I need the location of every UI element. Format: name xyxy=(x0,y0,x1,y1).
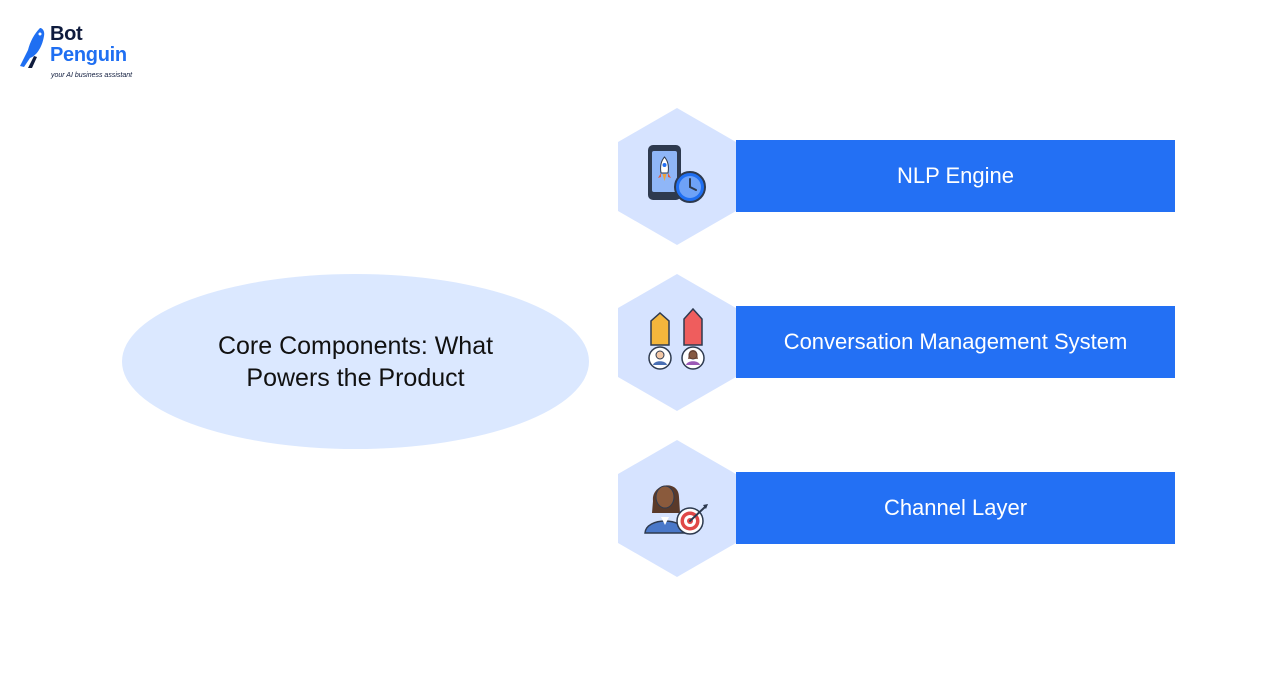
brand-name-penguin: Penguin xyxy=(50,44,127,66)
component-label: Conversation Management System xyxy=(783,329,1128,354)
penguin-logo-icon xyxy=(20,28,45,68)
component-label: Channel Layer xyxy=(883,495,1028,520)
component-item-channel-layer: Channel Layer xyxy=(617,439,1177,579)
component-label: NLP Engine xyxy=(896,163,1014,188)
brand-name-bot: Bot xyxy=(50,23,83,45)
component-hexagon xyxy=(617,273,737,412)
component-item-conversation-management: Conversation Management System xyxy=(617,273,1177,413)
center-topic: Core Components: What Powers the Product xyxy=(122,274,589,449)
component-item-nlp-engine: NLP Engine xyxy=(617,107,1177,247)
center-title: Core Components: What Powers the Product xyxy=(217,331,494,392)
people-rising-arrows-icon xyxy=(648,307,705,370)
component-bar: Channel Layer xyxy=(736,472,1175,544)
phone-rocket-clock-icon xyxy=(648,145,706,203)
component-bar: Conversation Management System xyxy=(736,306,1175,378)
component-hexagon xyxy=(617,439,737,578)
component-hexagon xyxy=(617,107,737,246)
brand-logo: Bot Penguin your AI business assistant xyxy=(18,24,148,84)
component-bar: NLP Engine xyxy=(736,140,1175,212)
person-target-icon xyxy=(644,485,708,535)
brand-tagline: your AI business assistant xyxy=(51,72,133,79)
